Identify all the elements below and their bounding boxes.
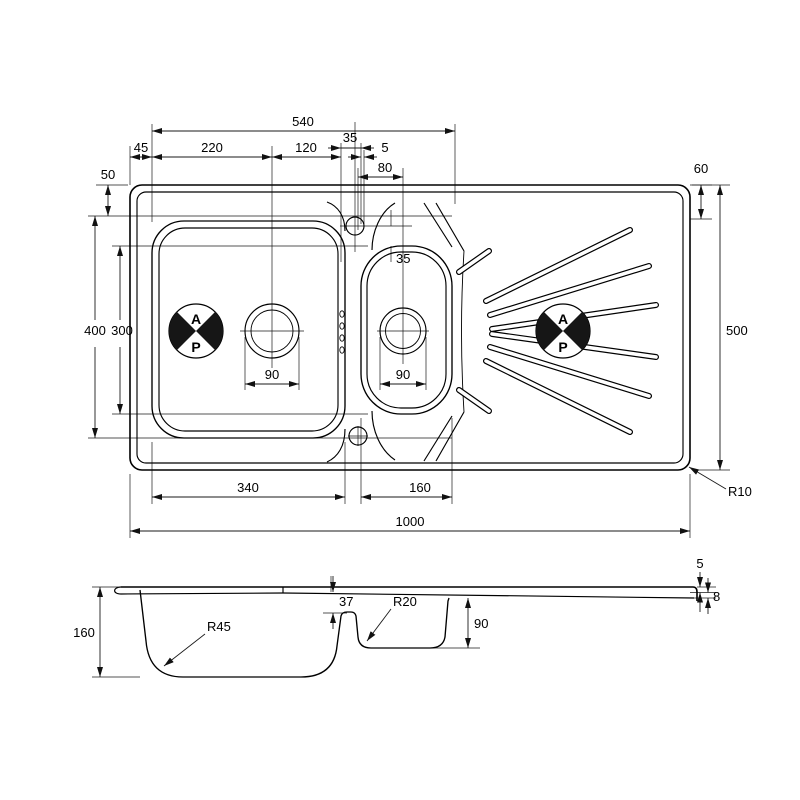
half-bowl — [360, 245, 453, 415]
side-view: 160 37 90 5 8 R45 R20 — [73, 556, 720, 678]
dim-300: 300 — [111, 246, 133, 414]
dim-500: 500 — [717, 185, 748, 470]
drainer — [423, 202, 659, 462]
half-drain — [379, 307, 427, 355]
reg-letter-p: P — [558, 339, 567, 355]
dim-45-label: 45 — [134, 140, 148, 155]
dim-35-bowl: 35 — [396, 251, 410, 266]
dim-90-half-label: 90 — [396, 367, 410, 382]
dim-60-label: 60 — [694, 161, 708, 176]
dim-5: 5 — [348, 140, 389, 160]
dim-45: 45 — [130, 140, 152, 160]
dim-8-side-label: 8 — [713, 589, 720, 604]
dim-340-label: 340 — [237, 480, 259, 495]
dim-160-side-label: 160 — [73, 625, 95, 640]
dim-340: 340 — [152, 480, 345, 500]
dim-90-half-drain: 90 — [380, 367, 426, 387]
overflow-marks — [339, 310, 345, 354]
plan-view: A P A P 540 45 220 120 — [84, 114, 752, 538]
dim-35-top-label: 35 — [343, 130, 357, 145]
dim-90-side: 90 — [465, 598, 488, 648]
dim-35-bowl-label: 35 — [396, 251, 410, 266]
reg-letter-a: A — [558, 311, 568, 327]
dim-r10-label: R10 — [728, 484, 752, 499]
dim-300-label: 300 — [111, 323, 133, 338]
side-extension-lines — [92, 576, 716, 678]
main-bowl — [151, 220, 346, 439]
dim-r20: R20 — [366, 594, 417, 642]
tap-hole-bottom — [348, 426, 368, 446]
dim-120-label: 120 — [295, 140, 317, 155]
tap-holes — [345, 216, 368, 446]
dim-5-side-label: 5 — [696, 556, 703, 571]
dim-540: 540 — [152, 114, 455, 134]
dim-80-label: 80 — [378, 160, 392, 175]
dim-r10: R10 — [688, 466, 752, 499]
dim-220-label: 220 — [201, 140, 223, 155]
main-drain — [244, 303, 300, 359]
dim-37: 37 — [330, 576, 353, 629]
dim-400: 400 — [84, 216, 106, 438]
registration-mark-main-bowl: A P — [168, 303, 224, 359]
dim-5-side: 5 — [696, 556, 704, 612]
dim-50: 50 — [101, 167, 115, 216]
dim-r45-label: R45 — [207, 619, 231, 634]
reg-letter-p: P — [191, 339, 200, 355]
dim-160-plan-label: 160 — [409, 480, 431, 495]
dim-160-side: 160 — [73, 587, 103, 677]
dim-90-main-label: 90 — [265, 367, 279, 382]
dim-5-label: 5 — [381, 140, 388, 155]
dim-35-top: 35 — [328, 130, 374, 151]
dim-60: 60 — [694, 161, 708, 219]
dim-r20-label: R20 — [393, 594, 417, 609]
drainer-waterfall-edges — [423, 202, 465, 462]
tap-hole-top — [345, 216, 365, 236]
drainer-grooves — [456, 227, 659, 435]
dim-1000-label: 1000 — [396, 514, 425, 529]
dim-400-label: 400 — [84, 323, 106, 338]
reg-letter-a: A — [191, 311, 201, 327]
dim-160-plan: 160 — [361, 480, 452, 500]
dim-90-side-label: 90 — [474, 616, 488, 631]
dim-500-label: 500 — [726, 323, 748, 338]
dim-1000: 1000 — [130, 514, 690, 534]
dim-r45: R45 — [163, 619, 231, 667]
sink-outline — [129, 184, 691, 471]
dim-80: 80 — [358, 160, 403, 180]
dim-50-label: 50 — [101, 167, 115, 182]
flange-contours — [326, 201, 396, 463]
side-profile — [114, 586, 698, 678]
dim-540-label: 540 — [292, 114, 314, 129]
dim-8-side: 8 — [705, 578, 720, 614]
dim-90-main-drain: 90 — [245, 367, 299, 387]
dim-37-label: 37 — [339, 594, 353, 609]
dim-220: 220 — [152, 140, 272, 160]
bowl-profile — [139, 589, 450, 678]
registration-mark-drainer: A P — [535, 303, 591, 359]
dim-120: 120 — [272, 140, 341, 160]
